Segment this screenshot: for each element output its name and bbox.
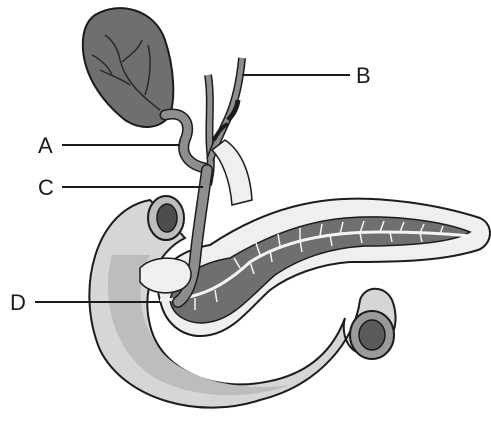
pale-vessel bbox=[212, 140, 252, 205]
cystic-duct-fill bbox=[165, 114, 205, 168]
label-a: A bbox=[38, 133, 53, 158]
ampulla-region bbox=[140, 258, 191, 293]
label-b: B bbox=[356, 63, 371, 88]
duodenum-top-lumen bbox=[157, 204, 177, 232]
duodenum-end-lumen bbox=[359, 320, 385, 350]
label-c: C bbox=[38, 175, 54, 200]
label-d: D bbox=[10, 290, 26, 315]
